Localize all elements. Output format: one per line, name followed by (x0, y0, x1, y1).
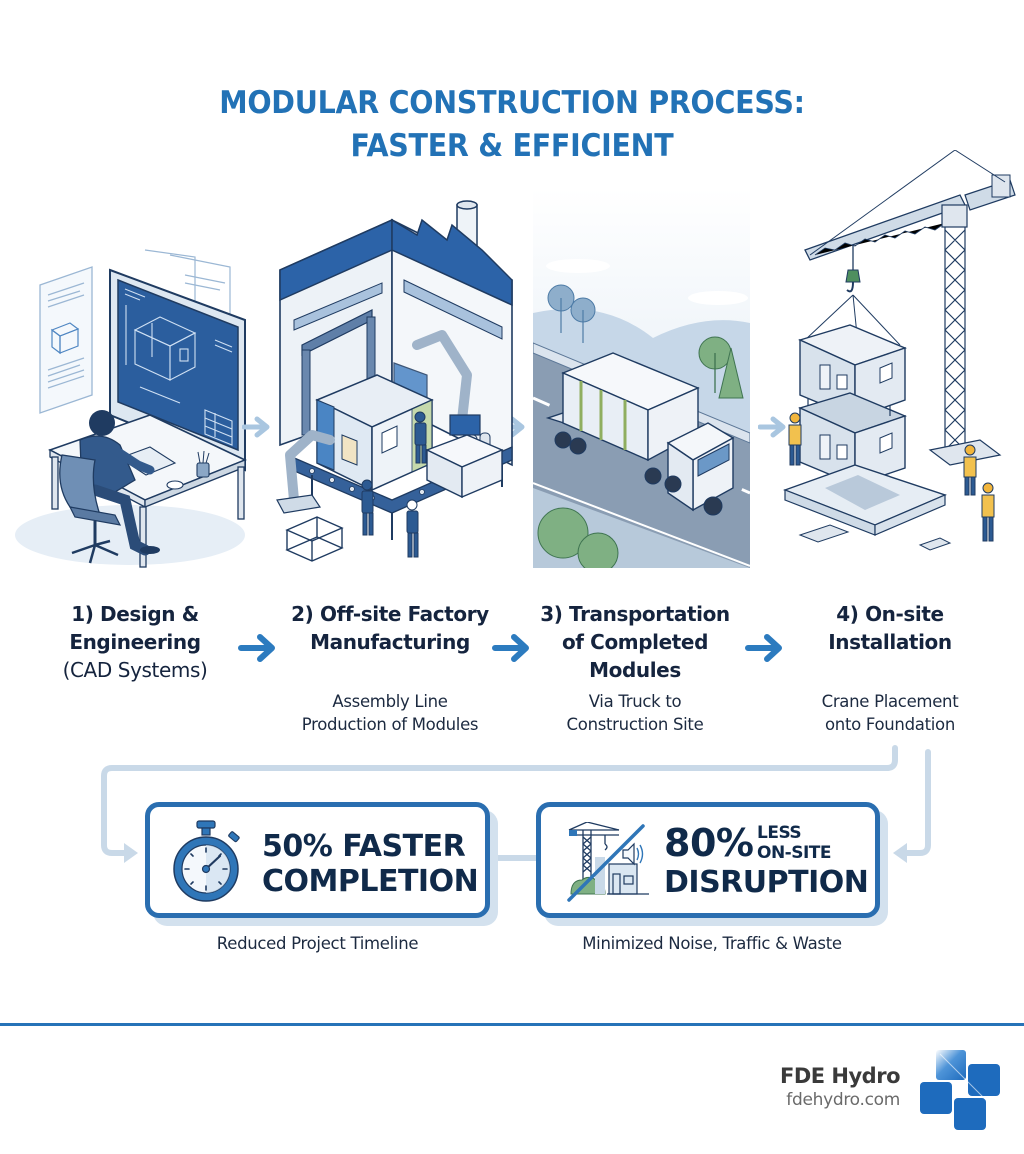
stat-1-value: 50% FASTER COMPLETION (262, 829, 479, 899)
step-4-title: 4) On-site Installation (828, 602, 952, 654)
crane-placing-modules-icon (782, 150, 1016, 551)
stat-2-value-line2: DISRUPTION (664, 865, 869, 900)
illustration-factory-manufacturing (272, 195, 522, 575)
stat-2-small-label: LESS ON-SITE (757, 823, 832, 863)
brand-name: FDE Hydro (779, 1064, 901, 1088)
factory-assembly-line-icon (276, 200, 513, 562)
stat-1-caption: Reduced Project Timeline (216, 934, 419, 953)
illustration-onsite-installation (770, 150, 1020, 565)
stat-card-less-disruption: 80% LESS ON-SITE DISRUPTION (536, 802, 880, 918)
step-2-subtitle: Assembly Line Production of Modules (301, 692, 479, 734)
truck-carrying-module-icon (533, 188, 750, 568)
step-arrow-1-icon (238, 634, 275, 662)
step-3-subtitle: Via Truck to Construction Site (566, 692, 704, 734)
fde-hydro-logo-icon (920, 1050, 1000, 1130)
step-2-title: 2) Off-site Factory Manufacturing (291, 602, 489, 654)
brand-url[interactable]: fdehydro.com (786, 1090, 900, 1110)
title-line-1: MODULAR CONSTRUCTION PROCESS: (219, 85, 805, 121)
step-4-subtitle: Crane Placement onto Foundation (821, 692, 959, 734)
step-arrow-3-icon (745, 634, 782, 662)
footer-divider (0, 1023, 1024, 1026)
reduced-disruption-icon (567, 822, 649, 902)
stat-card-faster-completion: 50% FASTER COMPLETION (145, 802, 490, 918)
engineer-at-cad-workstation-icon (15, 249, 247, 568)
page-title: MODULAR CONSTRUCTION PROCESS: FASTER & E… (41, 82, 983, 168)
step-3-title: 3) Transportation of Completed Modules (540, 602, 730, 682)
step-arrow-2-icon (492, 634, 529, 662)
illustration-arrow-1-icon (242, 416, 270, 438)
illustration-design-engineering (10, 245, 250, 575)
step-1-title: 1) Design & Engineering (CAD Systems) (62, 602, 208, 682)
stat-2-percent: 80% (664, 821, 754, 865)
stopwatch-icon (173, 820, 240, 902)
stat-2-caption: Minimized Noise, Traffic & Waste (582, 934, 842, 953)
connector-lines (101, 745, 931, 863)
illustration-arrow-3-icon (758, 416, 786, 438)
illustration-transportation (533, 188, 750, 568)
title-line-2: FASTER & EFFICIENT (350, 128, 674, 164)
